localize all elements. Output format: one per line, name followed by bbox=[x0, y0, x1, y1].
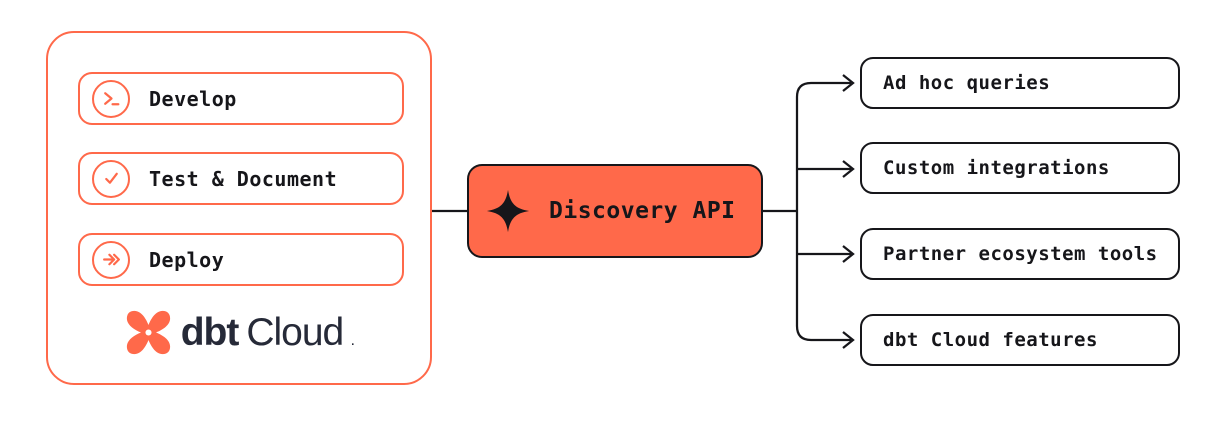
arrowhead-icon bbox=[842, 331, 855, 349]
consumer-box-custom-integrations: Custom integrations bbox=[860, 142, 1180, 194]
check-circle-icon bbox=[92, 159, 130, 198]
dbt-wordmark: dbt bbox=[180, 310, 240, 354]
consumer-label: dbt Cloud features bbox=[883, 329, 1098, 351]
stage-label: Develop bbox=[149, 86, 237, 111]
cloud-wordmark: Cloud bbox=[246, 310, 344, 354]
dbt-logo-mark bbox=[126, 310, 170, 355]
discovery-api-label: Discovery API bbox=[549, 198, 736, 224]
stage-box-test-document: Test & Document bbox=[78, 152, 404, 205]
stage-box-develop: Develop bbox=[78, 72, 404, 125]
fast-forward-arrow-icon bbox=[92, 240, 130, 279]
dbt-cloud-wordmark: dbt Cloud . bbox=[180, 310, 355, 355]
consumer-box-dbt-cloud-features: dbt Cloud features bbox=[860, 314, 1180, 366]
terminal-prompt-icon bbox=[92, 79, 130, 118]
consumer-box-partner-ecosystem-tools: Partner ecosystem tools bbox=[860, 228, 1180, 280]
dbt-cloud-logo: dbt Cloud . bbox=[48, 309, 430, 356]
dbt-cloud-panel: Develop Test & Document Deploy bbox=[46, 31, 432, 385]
arrowhead-icon bbox=[842, 74, 855, 92]
sparkle-icon bbox=[486, 189, 530, 233]
stage-label: Deploy bbox=[149, 247, 225, 272]
arrowhead-icon bbox=[842, 245, 855, 263]
consumer-label: Custom integrations bbox=[883, 157, 1110, 179]
discovery-api-node: Discovery API bbox=[467, 164, 763, 258]
stage-box-deploy: Deploy bbox=[78, 233, 404, 286]
consumer-label: Ad hoc queries bbox=[883, 72, 1051, 94]
consumer-label: Partner ecosystem tools bbox=[883, 243, 1158, 265]
consumer-box-ad-hoc-queries: Ad hoc queries bbox=[860, 57, 1180, 109]
trademark-dot: . bbox=[351, 335, 354, 348]
stage-label: Test & Document bbox=[149, 166, 338, 191]
arrowhead-icon bbox=[842, 160, 855, 178]
